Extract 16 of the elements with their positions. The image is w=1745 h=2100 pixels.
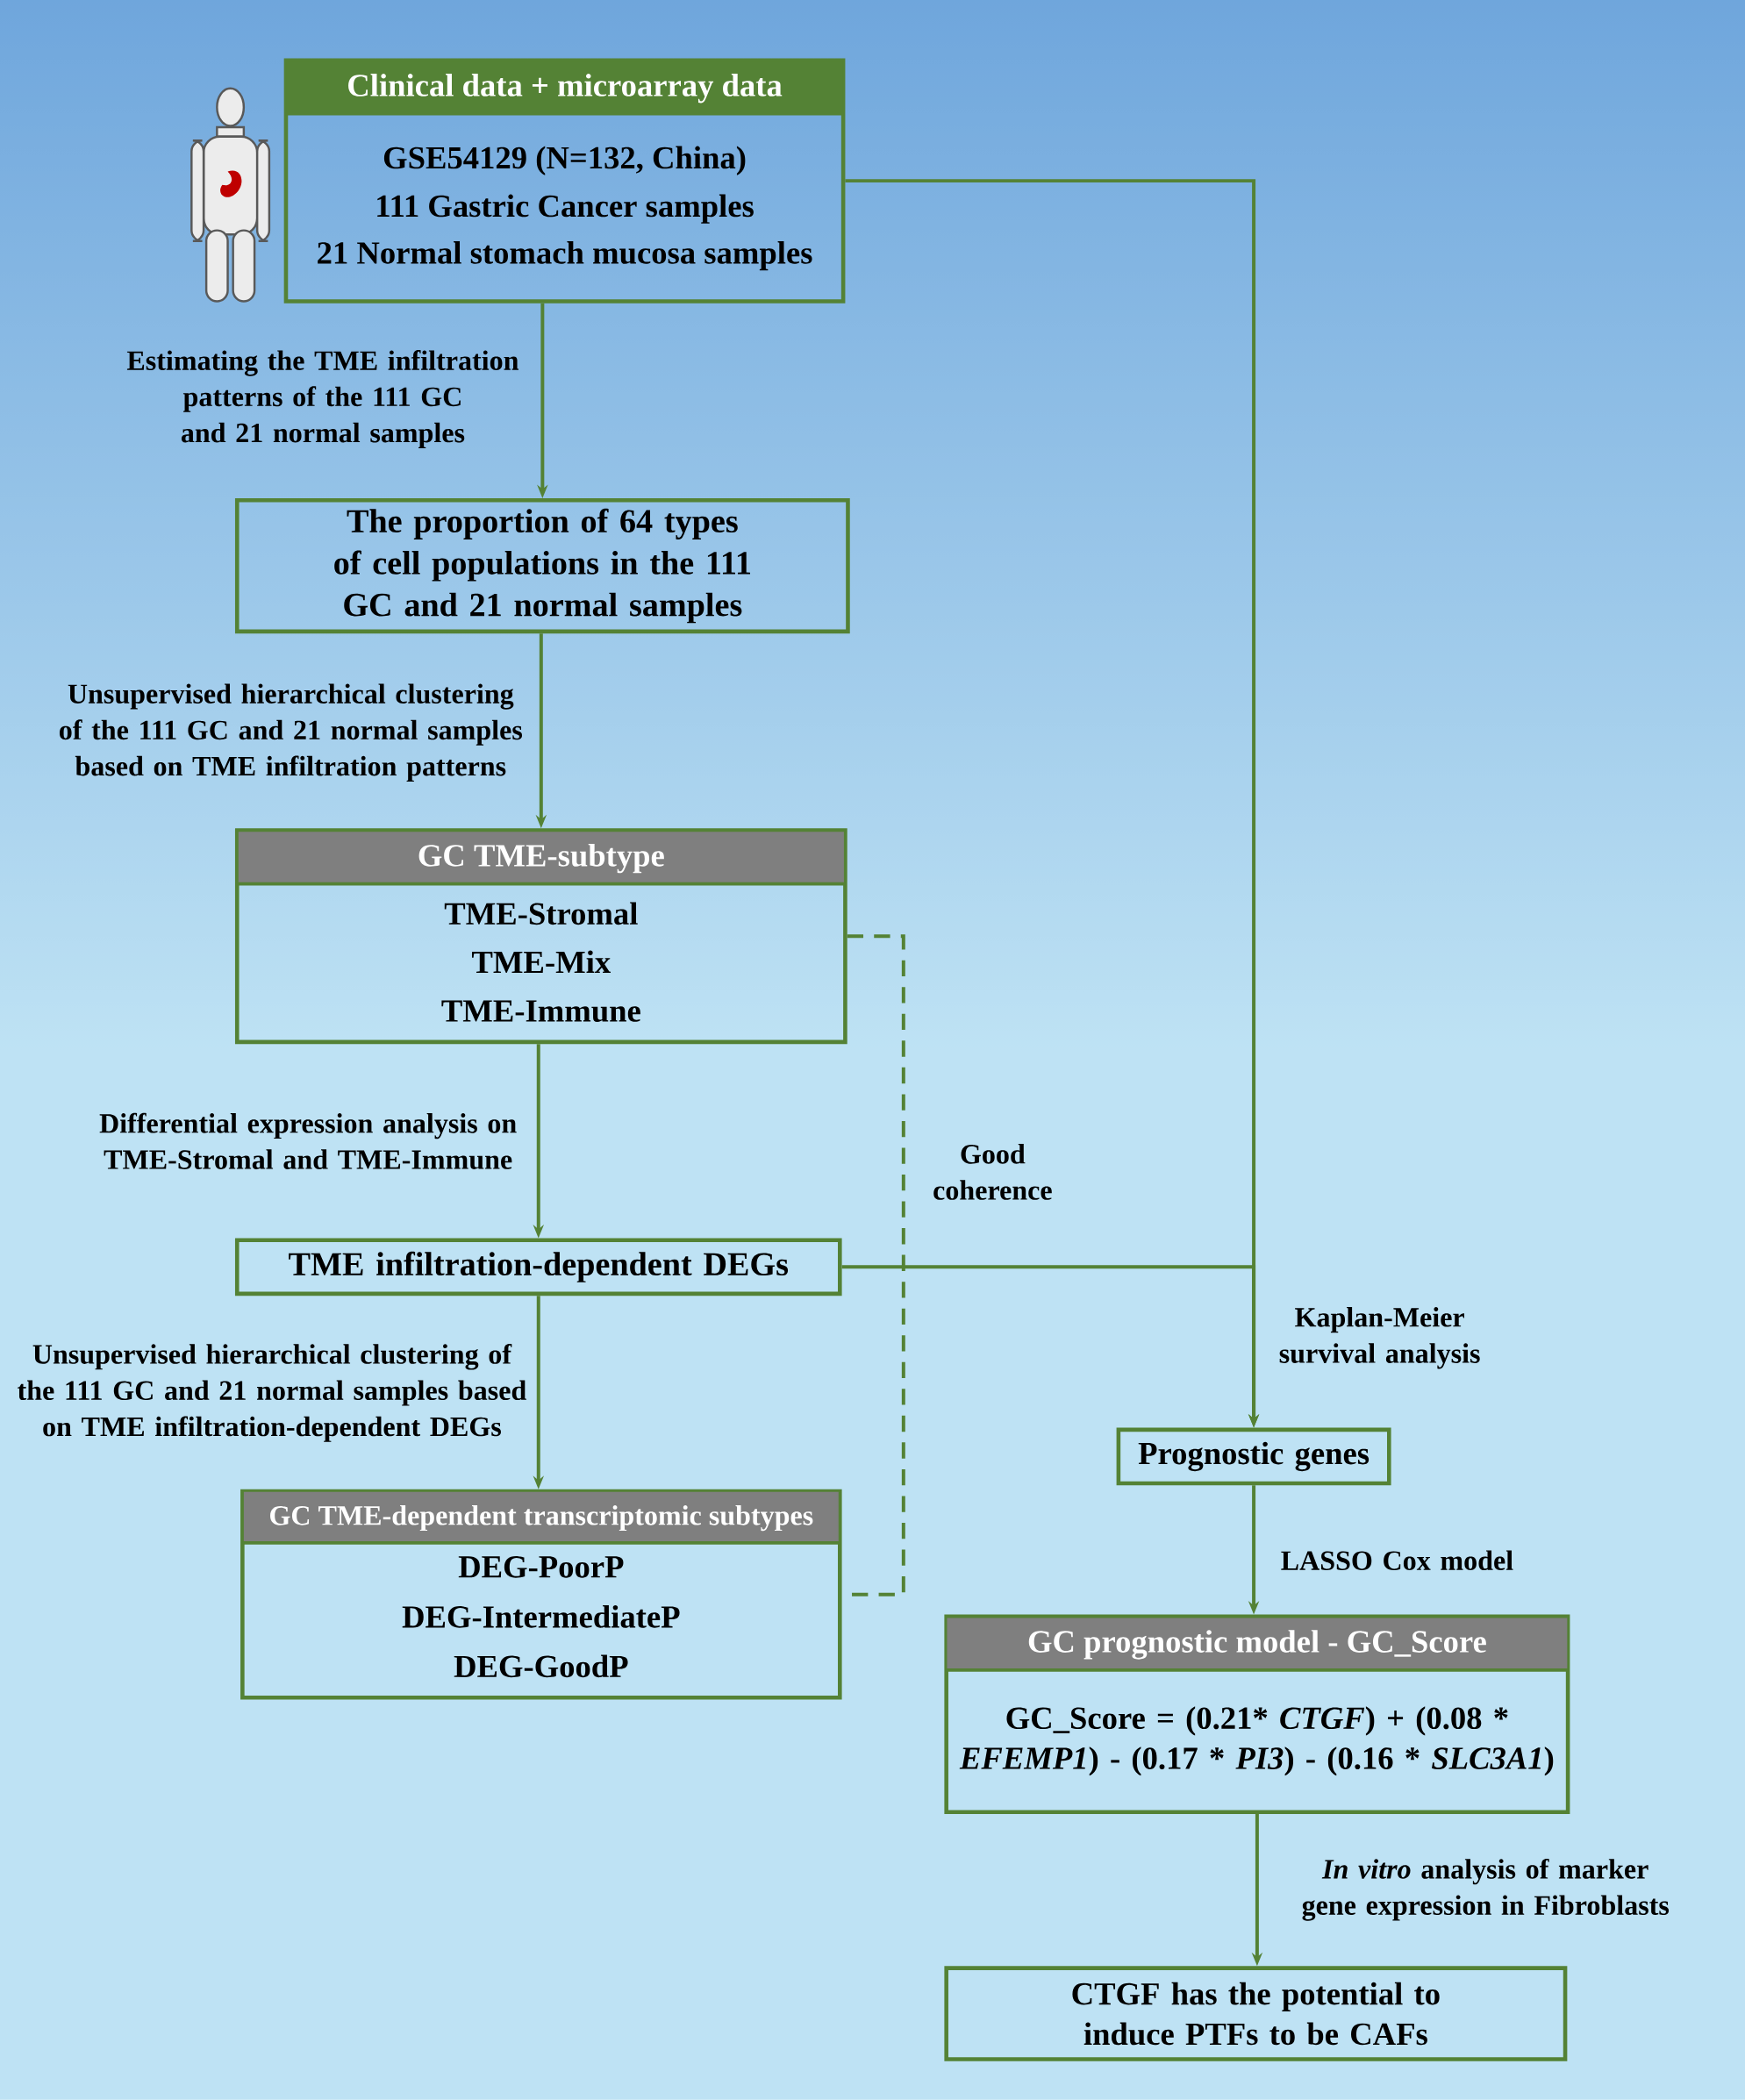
process-box: GC TME-subtype TME-Stromal TME-Mix TME-Immune xyxy=(234,828,847,1045)
edge-label: LASSO Cox model xyxy=(1281,1550,1513,1571)
edge-label: Differential expression analysis on TME-Stromal and TME-Immune xyxy=(99,1112,517,1169)
process-box: Clinical data + microarray data GSE54129 (N=132, China) 111 Gastric Cancer samples 21 Normal stomach mucosa samples xyxy=(283,58,846,304)
edge-label: In vitro analysis of marker gene expression in Fibroblasts xyxy=(1302,1858,1669,1921)
process-box: GC prognostic model - GC_Score GC_Score = (0.21* CTGF) + (0.08 *EFEMP1) - (0.17 *PI3) - (0.16 *SLC3A1) xyxy=(944,1614,1570,1815)
process-box: CTGF has the potential to induce PTFs to be CAFs xyxy=(944,1966,1568,2061)
edge-label: Estimating the TME infiltration patterns of the 111 GC and 21 normal samples xyxy=(126,350,518,448)
edge-label: Unsupervised hierarchical clustering of the 111 GC and 21 normal samples based on TME infiltration-dependent DEGs xyxy=(17,1343,526,1442)
process-box: GC TME-dependent transcriptomic subtypes DEG-PoorP DEG-IntermediateP DEG-GoodP xyxy=(240,1489,842,1700)
edge-label: Kaplan-Meier survival analysis xyxy=(1279,1307,1480,1369)
process-box: The proportion of 64 types of cell populations in the 111 GC and 21 normal samples xyxy=(234,498,850,634)
process-box: TME infiltration-dependent DEGs xyxy=(234,1238,842,1296)
edge-label: Unsupervised hierarchical clustering of the 111 GC and 21 normal samples based on TME infiltration patterns xyxy=(59,683,522,782)
edge-label: Good coherence xyxy=(933,1144,1052,1200)
process-box: Prognostic genes xyxy=(1116,1427,1391,1486)
